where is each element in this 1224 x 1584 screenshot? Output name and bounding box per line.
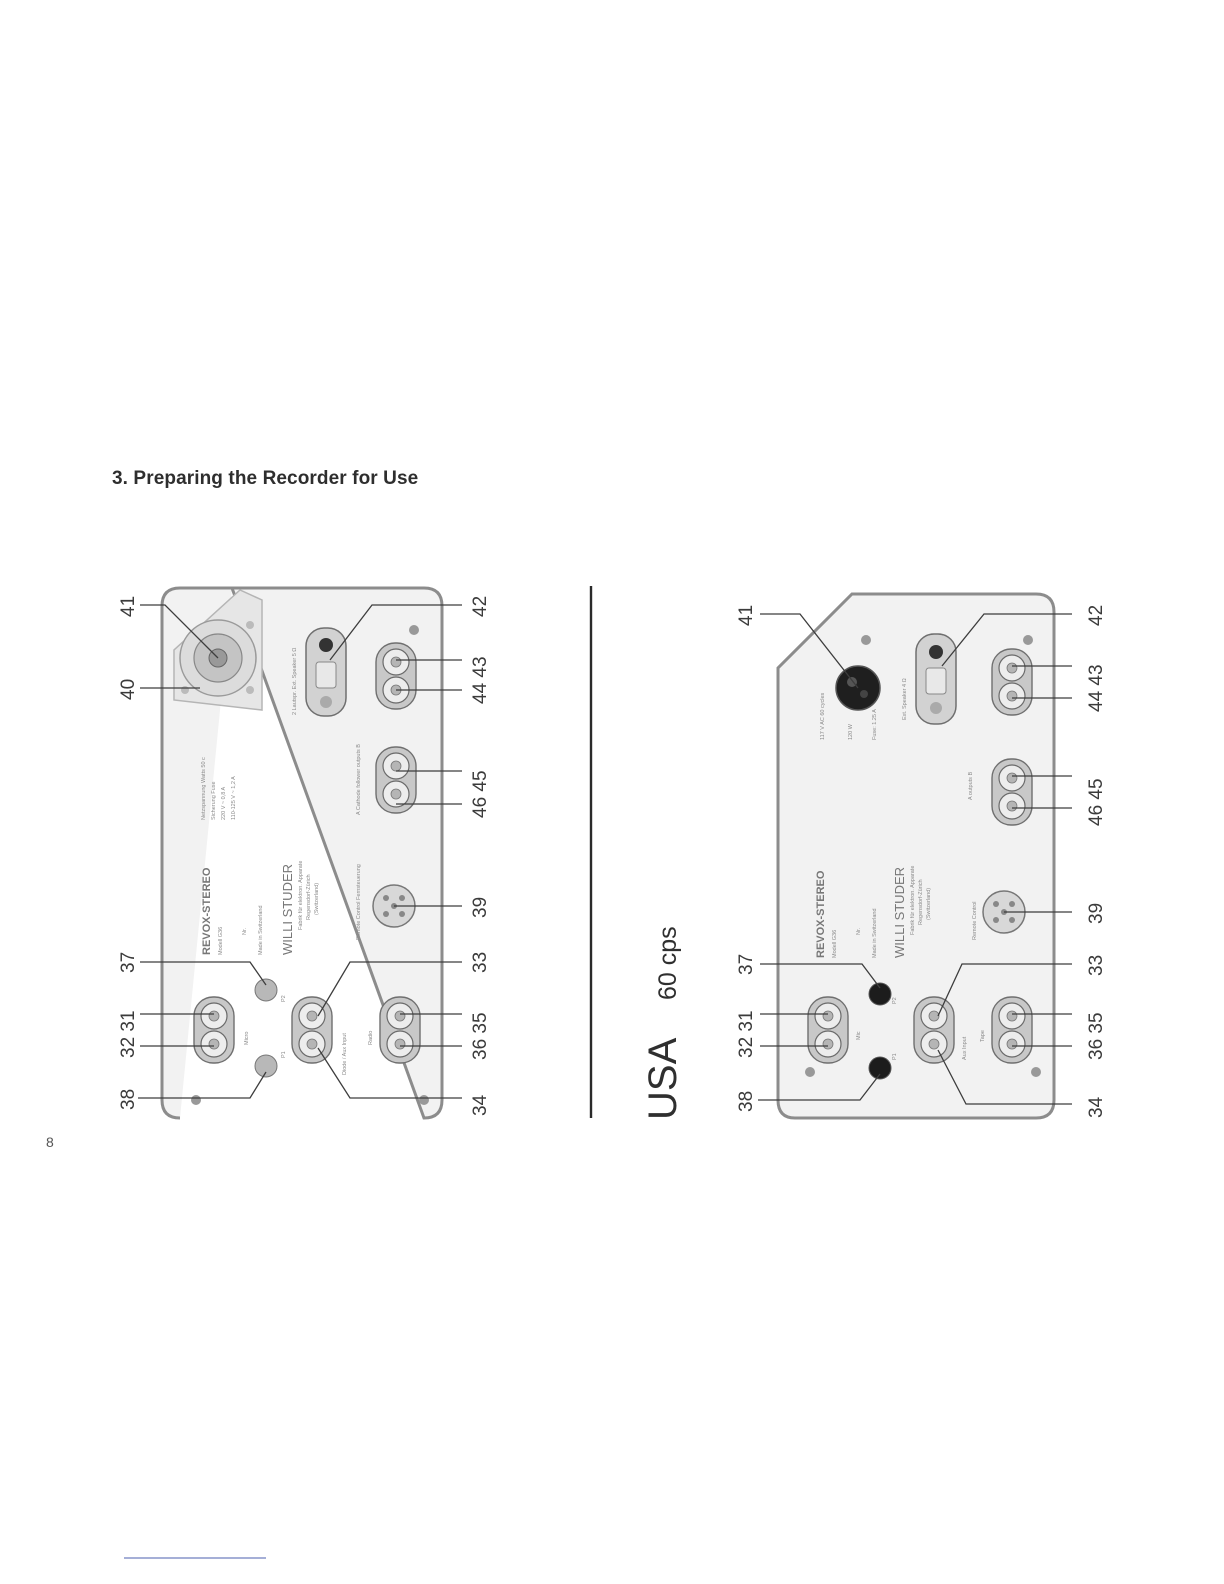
spec-3-usa: Fuse: 1.25 A: [872, 709, 878, 740]
label-remote-usa: Remote Control: [972, 901, 978, 940]
spec-2-usa: 120 W: [848, 723, 854, 740]
label-remote-top: Remote Control Fernsteuerung: [356, 864, 362, 940]
callout-33-usa: 33: [1086, 955, 1107, 976]
jack-output-a-top: [375, 746, 417, 814]
label-aux-usa: Aux Input: [962, 1036, 968, 1060]
model-top: Modell G36: [218, 927, 224, 955]
nr-top: Nr.: [242, 928, 248, 936]
maker-sub-3-usa: (Switzerland): [926, 888, 932, 920]
label-outputs-usa: A outputs B: [968, 772, 974, 800]
jack-radio-top: [379, 996, 421, 1064]
page-title: 3. Preparing the Recorder for Use: [112, 468, 419, 489]
model-usa: Modell G36: [832, 930, 838, 958]
callout-36-35-usa: 36 35: [1086, 1012, 1107, 1060]
brand-usa: REVOX-STEREO: [815, 870, 827, 958]
usa-label: USA: [641, 1037, 685, 1120]
speaker-socket-top: [305, 627, 347, 717]
jack-micro-top: [193, 996, 235, 1064]
label-micro-top: Micro: [244, 1032, 250, 1045]
callout-32-31-usa: 32 31: [736, 1010, 757, 1058]
pot-p1-usa: [868, 1056, 892, 1080]
callout-36-35-top: 36 35: [470, 1012, 491, 1060]
label-radio-top: Radio: [368, 1031, 374, 1045]
page-number: 8: [46, 1134, 54, 1150]
speaker-socket-usa: [915, 633, 957, 725]
maker-usa: WILLI STUDER: [892, 867, 907, 958]
made-in-top: Made in Switzerland: [258, 905, 264, 955]
freq-label: 60 cps: [654, 926, 682, 1000]
jack-diode-top: [291, 996, 333, 1064]
callout-39-usa: 39: [1086, 903, 1107, 924]
label-diode-top: Diode / Aux Input: [342, 1033, 348, 1075]
maker-sub-1-top: Fabrik für elektron. Apparate: [298, 861, 304, 930]
callout-37-usa: 37: [736, 954, 757, 975]
callout-39-top: 39: [470, 897, 491, 918]
maker-sub-1-usa: Fabrik für elektron. Apparate: [910, 866, 916, 935]
callout-42-usa: 42: [1086, 605, 1107, 626]
callout-46-45-usa: 46 45: [1086, 778, 1107, 826]
jack-output-b-usa: [991, 648, 1033, 716]
nr-usa: Nr.: [856, 928, 862, 936]
pot-p2-usa: [868, 982, 892, 1006]
callout-44-43-usa: 44 43: [1086, 664, 1107, 712]
jack-output-a-usa: [991, 758, 1033, 826]
panel-usa: REVOX-STEREO Modell G36 Nr. Made in Swit…: [736, 592, 1107, 1120]
callout-34-top: 34: [470, 1094, 491, 1116]
spec-1-usa: 117 V AC 60 cycles: [820, 692, 826, 740]
callout-41-top: 41: [118, 596, 139, 617]
jack-tape-usa: [991, 996, 1033, 1064]
callout-37-top: 37: [118, 952, 139, 973]
label-speaker-usa: Ext. Speaker 4 Ω: [902, 678, 908, 720]
callout-32-31-top: 32 31: [118, 1010, 139, 1058]
spec-4-top: 110-125 V ~ 1,2 A: [231, 776, 237, 820]
maker-sub-3-top: (Switzerland): [314, 883, 320, 915]
panel-international: REVOX-STEREO Modell G36 Nr. Made in Swit…: [118, 586, 491, 1120]
pot-p1-top: [254, 1054, 278, 1078]
callout-41-usa: 41: [736, 605, 757, 626]
label-outputs-top: A Cathode follower outputs B: [356, 744, 362, 815]
callout-38-usa: 38: [736, 1091, 757, 1112]
panel-outline-usa: [776, 592, 1056, 1120]
maker-top: WILLI STUDER: [280, 864, 295, 955]
label-speaker-top: 2 Lautspr. Ext. Speaker 5 Ω: [292, 648, 298, 715]
jack-output-b-top: [375, 642, 417, 710]
maker-sub-2-top: Regensdorf-Zürich: [306, 874, 312, 920]
label-p1-usa: P1: [892, 1053, 898, 1060]
brand-top: REVOX-STEREO: [201, 867, 213, 955]
label-tape-usa: Tape: [980, 1030, 986, 1042]
callout-33-top: 33: [470, 952, 491, 973]
panel-outline-top: [160, 586, 444, 1120]
callout-46-45-top: 46 45: [470, 770, 491, 818]
label-p2-usa: P2: [892, 997, 898, 1004]
spec-1-top: Netzspannung Watts 50 c: [201, 757, 207, 820]
maker-sub-2-usa: Regensdorf-Zürich: [918, 879, 924, 925]
callout-42-top: 42: [470, 596, 491, 617]
pot-p2-top: [254, 978, 278, 1002]
jack-mic-usa: [807, 996, 849, 1064]
callout-40-top: 40: [118, 679, 139, 700]
callout-44-43-top: 44 43: [470, 656, 491, 704]
label-p2-top: P2: [281, 995, 287, 1002]
made-in-usa: Made in Switzerland: [872, 908, 878, 958]
label-p1-top: P1: [281, 1051, 287, 1058]
label-mic-usa: Mic: [856, 1031, 862, 1040]
jack-aux-usa: [913, 996, 955, 1064]
spec-2-top: Sicherung Fuse: [211, 781, 217, 820]
spec-3-top: 220 V ~ 0,8 A: [221, 786, 227, 820]
callout-34-usa: 34: [1086, 1096, 1107, 1118]
callout-38-top: 38: [118, 1089, 139, 1110]
